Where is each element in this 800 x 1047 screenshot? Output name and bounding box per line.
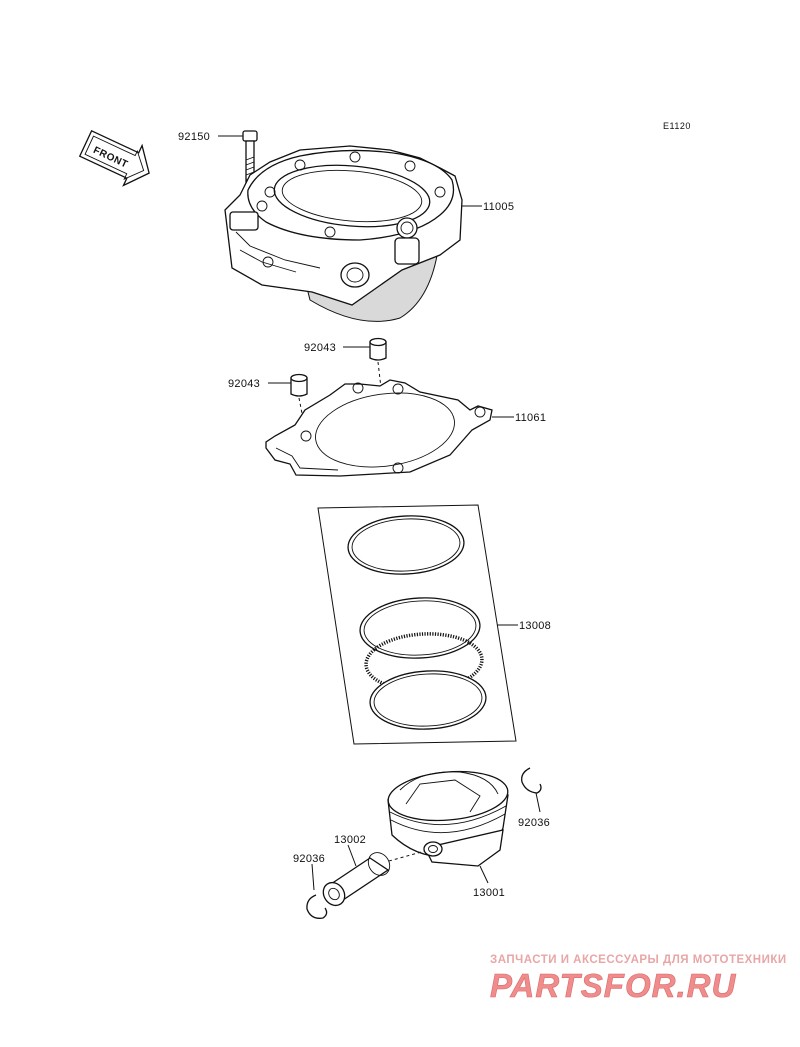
circlip-left <box>306 863 328 919</box>
piston-ring-set <box>317 504 517 745</box>
gasket <box>265 379 493 477</box>
watermark-brand: PARTSFOR.RU <box>490 967 736 1004</box>
cylinder <box>224 145 463 322</box>
part-label-gasket: 11061 <box>515 412 546 424</box>
part-label-cylinder: 11005 <box>483 201 514 213</box>
part-label-circlip-left: 92036 <box>293 853 325 865</box>
part-label-dowel-lower: 92043 <box>228 378 260 390</box>
diagram-code: E1120 <box>663 121 691 131</box>
part-label-piston-pin: 13002 <box>334 834 366 846</box>
part-label-bolt: 92150 <box>178 131 210 143</box>
watermark-tagline: ЗАПЧАСТИ И АКСЕССУАРЫ ДЛЯ МОТОТЕХНИКИ <box>490 954 787 966</box>
part-label-circlip-right: 92036 <box>518 817 550 829</box>
part-label-piston: 13001 <box>473 887 505 899</box>
part-label-ring-set: 13008 <box>519 620 551 632</box>
part-label-dowel-upper: 92043 <box>304 342 336 354</box>
circlip-right <box>521 767 542 813</box>
front-arrow-icon: FRONT <box>78 129 150 187</box>
piston <box>387 770 509 867</box>
piston-pin <box>322 850 426 907</box>
